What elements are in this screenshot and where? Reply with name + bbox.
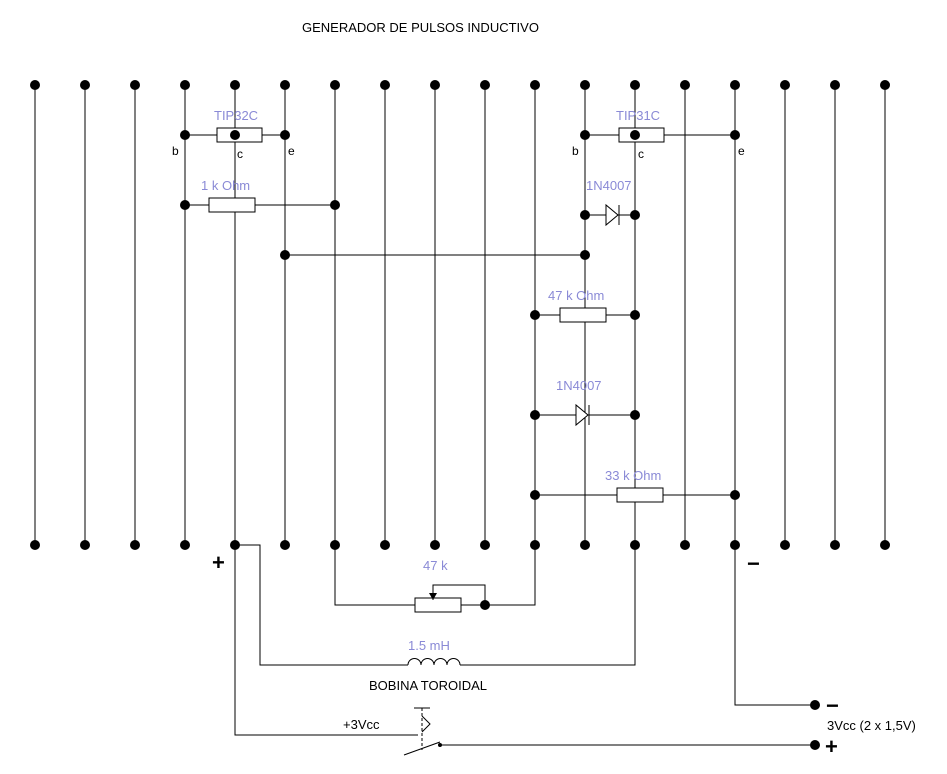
rail-node (230, 80, 240, 90)
rail-node (130, 540, 140, 550)
rail-node (330, 80, 340, 90)
tip32c-pin-c: c (237, 147, 243, 161)
diode-1n4007-middle: 1N4007 (530, 378, 640, 427)
plus-sign-rail: + (212, 550, 225, 575)
rail-node (880, 80, 890, 90)
rail-node (880, 540, 890, 550)
rail-node (280, 80, 290, 90)
potentiometer-label: 47 k (423, 558, 448, 573)
rail-node (680, 540, 690, 550)
rail-node (130, 80, 140, 90)
rail-node (580, 80, 590, 90)
rail-node (830, 80, 840, 90)
rail-node (580, 540, 590, 550)
inductor-coil: 1.5 mH BOBINA TOROIDAL (235, 544, 636, 693)
potentiometer-47k: 47 k (334, 545, 536, 613)
resistor-33k: 33 k Ohm (530, 468, 740, 503)
rail-node (30, 540, 40, 550)
plus-sign-battery: + (825, 734, 838, 759)
resistor-47k-label: 47 k Ohm (548, 288, 604, 303)
transistor-tip32c: TIP32C b c e (172, 108, 295, 161)
rail-node (80, 540, 90, 550)
diode-middle-label: 1N4007 (556, 378, 602, 393)
rail-node (180, 80, 190, 90)
rail-node (280, 540, 290, 550)
breadboard-rails (30, 80, 890, 550)
rail-node (630, 80, 640, 90)
tip31c-label: TIP31C (616, 108, 660, 123)
diagram-title: GENERADOR DE PULSOS INDUCTIVO (302, 20, 539, 35)
resistor-1k-label: 1 k Ohm (201, 178, 250, 193)
rail-node (430, 80, 440, 90)
coil-value-label: 1.5 mH (408, 638, 450, 653)
tip32c-label: TIP32C (214, 108, 258, 123)
rail-node (480, 80, 490, 90)
tip32c-pin-e: e (288, 144, 295, 158)
diode-1n4007-top: 1N4007 (580, 178, 640, 227)
rail-node (80, 80, 90, 90)
rail-node (780, 540, 790, 550)
rail-node (30, 80, 40, 90)
resistor-47k: 47 k Ohm (530, 288, 640, 323)
rail-node (180, 540, 190, 550)
tip32c-pin-b: b (172, 144, 179, 158)
emitter-base-link (280, 250, 590, 260)
transistor-tip31c: TIP31C b c e (572, 108, 745, 161)
battery-label: 3Vcc (2 x 1,5V) (827, 718, 916, 733)
tip31c-pin-b: b (572, 144, 579, 158)
rail-node (680, 80, 690, 90)
power-positive: + + +3Vcc 3Vcc (2 x 1,5V) (212, 545, 916, 759)
rail-node (380, 80, 390, 90)
minus-sign-battery: − (826, 693, 839, 718)
rail-node (780, 80, 790, 90)
power-negative: − − (734, 545, 839, 718)
tip31c-pin-c: c (638, 147, 644, 161)
rail-node (430, 540, 440, 550)
diode-top-label: 1N4007 (586, 178, 632, 193)
rail-node (530, 80, 540, 90)
tip31c-pin-e: e (738, 144, 745, 158)
resistor-33k-label: 33 k Ohm (605, 468, 661, 483)
rail-node (380, 540, 390, 550)
resistor-1k: 1 k Ohm (180, 178, 340, 213)
rail-node (480, 540, 490, 550)
rail-node (830, 540, 840, 550)
switch-label: +3Vcc (343, 717, 380, 732)
rail-node (730, 80, 740, 90)
minus-sign-rail: − (747, 551, 760, 576)
coil-name-label: BOBINA TOROIDAL (369, 678, 487, 693)
